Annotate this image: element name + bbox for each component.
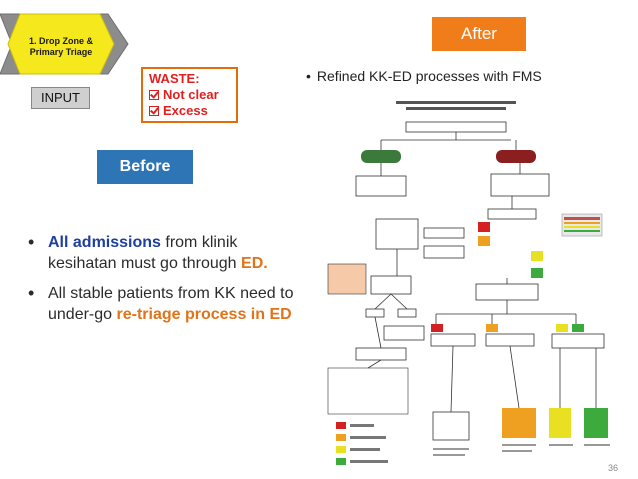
drop-zone-arrow: 1. Drop Zone & Primary Triage: [0, 6, 130, 76]
after-bullet: Refined KK-ED processes with FMS: [306, 68, 542, 84]
waste-item: Not clear: [149, 87, 230, 103]
waste-box: WASTE: Not clear Excess: [141, 67, 238, 123]
before-bullet-list: All admissions from klinik kesihatan mus…: [24, 232, 294, 334]
bullet-item: All stable patients from KK need to unde…: [24, 283, 294, 325]
drop-zone-label: 1. Drop Zone & Primary Triage: [28, 36, 93, 57]
waste-item: Excess: [149, 103, 230, 119]
before-label: Before: [97, 150, 193, 184]
waste-title: WASTE:: [149, 71, 200, 86]
checkbox-icon: [149, 106, 159, 116]
checkbox-icon: [149, 90, 159, 100]
page-number: 36: [608, 463, 619, 473]
arrow-shape-icon: [0, 13, 129, 75]
input-label-box: INPUT: [31, 87, 90, 109]
bullet-item: All admissions from klinik kesihatan mus…: [24, 232, 294, 274]
after-label: After: [432, 17, 526, 51]
flowchart-image: [326, 96, 626, 476]
